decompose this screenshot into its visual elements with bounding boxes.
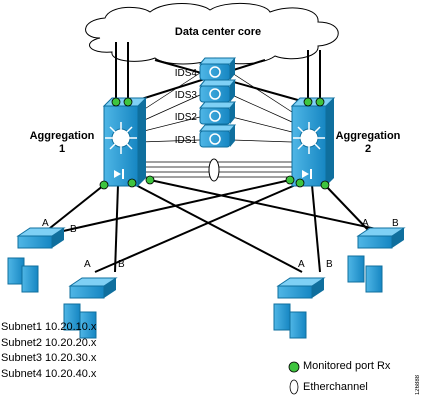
access-2-port-a: A <box>84 259 91 270</box>
access-2-port-b: B <box>118 259 125 270</box>
access-block-3 <box>273 277 326 339</box>
access-1-port-a: A <box>42 218 49 229</box>
access-block-4 <box>347 227 406 293</box>
aggregation-1-number: 1 <box>59 143 65 155</box>
ids4-label: IDS4 <box>175 68 198 79</box>
figure-id: 126888 <box>415 374 421 395</box>
etherchannel-symbol <box>208 158 220 182</box>
access-uplinks <box>44 179 391 273</box>
access-block-1 <box>7 227 66 293</box>
aggregation-2-number: 2 <box>365 143 371 155</box>
ids1-label: IDS1 <box>175 135 198 146</box>
legend-monitored-port-icon <box>288 361 300 373</box>
ids1-device <box>198 124 237 148</box>
aggregation-1-label: Aggregation <box>30 130 95 142</box>
access-4-port-b: B <box>392 218 399 229</box>
access-3-port-b: B <box>326 259 333 270</box>
ids-links <box>139 72 293 143</box>
core-cloud: Data center core <box>85 2 339 65</box>
etherchannel-links <box>140 158 292 182</box>
monitored-ports <box>99 97 330 190</box>
aggregation-2-label: Aggregation <box>336 130 401 142</box>
subnet-1: Subnet1 10.20.10.x <box>1 321 97 333</box>
subnet-2: Subnet2 10.20.20.x <box>1 336 97 349</box>
core-label: Data center core <box>175 26 261 38</box>
ids3-device <box>198 79 237 103</box>
subnet-list: Subnet1 10.20.10.x Subnet2 10.20.20.x Su… <box>1 320 96 382</box>
ids2-device <box>198 101 237 125</box>
ids-devices: IDS4 IDS3 IDS2 IDS1 <box>175 57 237 148</box>
access-3-port-a: A <box>298 259 305 270</box>
access-4-port-a: A <box>362 218 369 229</box>
access-1-port-b: B <box>70 224 77 235</box>
legend-monitored-port: Monitored port Rx <box>303 360 391 372</box>
legend-etherchannel: Etherchannel <box>303 381 368 393</box>
ids2-label: IDS2 <box>175 112 198 123</box>
aggregation-switch-2 <box>290 97 336 187</box>
subnet-4: Subnet4 10.20.40.x <box>1 367 97 380</box>
subnet-3: Subnet3 10.20.30.x <box>1 352 97 364</box>
ids3-label: IDS3 <box>175 90 198 101</box>
access-block-2 <box>63 277 118 339</box>
aggregation-switch-1 <box>102 97 148 187</box>
ids4-device <box>198 57 237 81</box>
legend-etherchannel-icon <box>289 379 299 395</box>
